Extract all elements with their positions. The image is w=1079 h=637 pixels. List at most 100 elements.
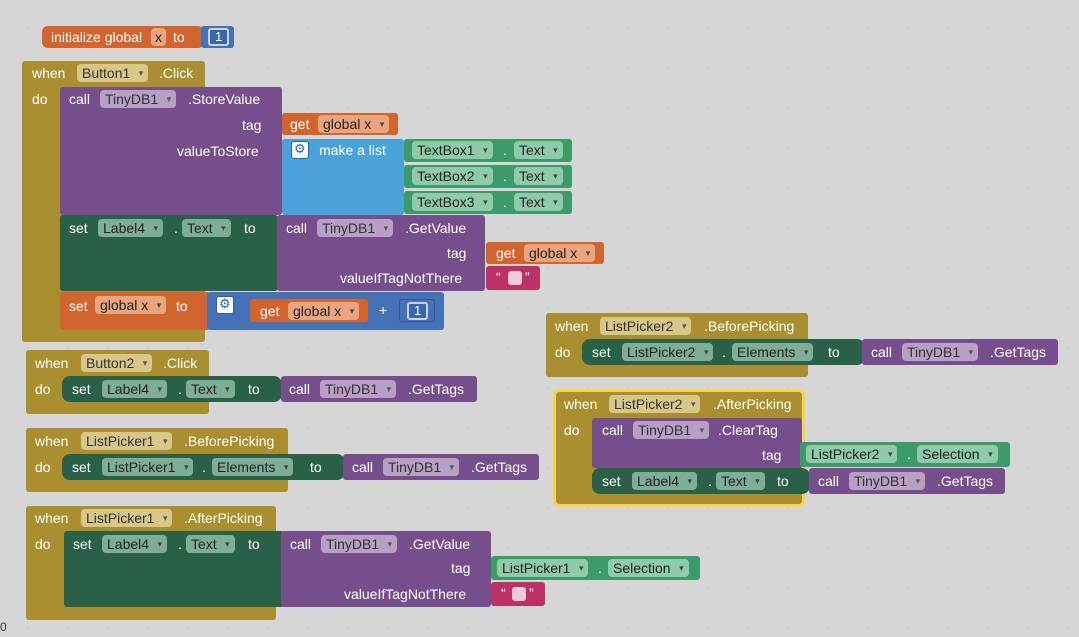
number-block[interactable]: 1 bbox=[399, 299, 435, 322]
tag-label: tag bbox=[762, 447, 782, 463]
listpicker1-selection-getter[interactable]: ListPicker1▾ . Selection▾ bbox=[491, 556, 700, 580]
elements-prop-dropdown[interactable]: Elements▾ bbox=[732, 343, 814, 361]
empty-text-field[interactable] bbox=[508, 271, 522, 285]
text-prop-dropdown[interactable]: Text▾ bbox=[514, 193, 563, 211]
label4-dropdown[interactable]: Label4▾ bbox=[102, 535, 168, 553]
dot: . bbox=[174, 220, 178, 236]
when-label: when bbox=[32, 65, 66, 81]
set-listpicker2-elements-block[interactable]: set ListPicker2▾ . Elements▾ to bbox=[582, 339, 865, 365]
tinydb-dropdown[interactable]: TinyDB1▾ bbox=[383, 458, 460, 476]
text-prop-dropdown[interactable]: Text▾ bbox=[514, 141, 563, 159]
listpicker2-dropdown[interactable]: ListPicker2▾ bbox=[600, 317, 692, 335]
chevron-down-icon: ▾ bbox=[387, 539, 393, 549]
get-global-x-block[interactable]: get global x▾ bbox=[250, 299, 368, 322]
global-x-dropdown[interactable]: global x▾ bbox=[95, 296, 167, 314]
grid-marks bbox=[6, 6, 1070, 630]
init-var-name[interactable]: x bbox=[151, 28, 166, 46]
tinydb-dropdown[interactable]: TinyDB1▾ bbox=[320, 380, 397, 398]
tinydb-dropdown[interactable]: TinyDB1▾ bbox=[100, 90, 177, 108]
number-value[interactable]: 1 bbox=[208, 28, 230, 46]
chevron-down-icon: ▾ bbox=[225, 384, 230, 394]
textbox3-text-getter[interactable]: TextBox3▾ . Text▾ bbox=[404, 191, 572, 214]
getvalue-call-block[interactable]: call TinyDB1▾ .GetValue tag valueIfTagNo… bbox=[277, 215, 485, 291]
plus-operator: + bbox=[379, 302, 388, 318]
listpicker2-selection-getter[interactable]: ListPicker2▾ . Selection▾ bbox=[800, 442, 1010, 467]
do-label: do bbox=[35, 536, 51, 552]
gettags-call-block[interactable]: call TinyDB1▾ .GetTags bbox=[809, 468, 1005, 494]
selection-prop-dropdown[interactable]: Selection▾ bbox=[917, 445, 998, 463]
chevron-down-icon: ▾ bbox=[915, 476, 921, 486]
cleartag-call-block[interactable]: call TinyDB1▾ .ClearTag tag bbox=[592, 418, 802, 468]
chevron-down-icon: ▾ bbox=[755, 476, 760, 486]
set-label4-text-block[interactable]: set Label4▾ . Text▾ to bbox=[64, 531, 284, 607]
get-global-x-block[interactable]: get global x▾ bbox=[282, 113, 398, 135]
method-label: .GetTags bbox=[471, 459, 528, 475]
textbox1-dropdown[interactable]: TextBox1▾ bbox=[412, 141, 493, 159]
make-a-list-block[interactable]: make a list bbox=[282, 139, 404, 215]
tinydb-dropdown[interactable]: TinyDB1▾ bbox=[849, 472, 926, 490]
listpicker2-dropdown[interactable]: ListPicker2▾ bbox=[609, 395, 701, 413]
textbox3-dropdown[interactable]: TextBox3▾ bbox=[412, 193, 493, 211]
dot: . bbox=[708, 473, 712, 489]
mutator-gear-icon[interactable] bbox=[216, 296, 234, 314]
set-label4-text-block[interactable]: set Label4▾ . Text▾ to bbox=[62, 376, 282, 402]
gettags-call-block[interactable]: call TinyDB1▾ .GetTags bbox=[343, 454, 539, 480]
getvalue-call-block[interactable]: call TinyDB1▾ .GetValue tag valueIfTagNo… bbox=[281, 531, 491, 607]
listpicker1-dropdown[interactable]: ListPicker1▾ bbox=[81, 432, 173, 450]
textbox2-text-getter[interactable]: TextBox2▾ . Text▾ bbox=[404, 165, 572, 188]
method-label: .GetTags bbox=[937, 473, 994, 489]
text-prop-dropdown[interactable]: Text▾ bbox=[514, 167, 563, 185]
text-prop-dropdown[interactable]: Text▾ bbox=[186, 535, 235, 553]
initialize-global-block[interactable]: initialize global x to bbox=[42, 26, 204, 48]
tinydb-dropdown[interactable]: TinyDB1▾ bbox=[633, 421, 710, 439]
button1-dropdown[interactable]: Button1▾ bbox=[77, 64, 149, 82]
chevron-down-icon: ▾ bbox=[162, 513, 168, 523]
listpicker1-dropdown[interactable]: ListPicker1▾ bbox=[102, 458, 194, 476]
label4-dropdown[interactable]: Label4▾ bbox=[102, 380, 168, 398]
label4-dropdown[interactable]: Label4▾ bbox=[632, 472, 698, 490]
get-label: get bbox=[260, 303, 280, 319]
method-label: .ClearTag bbox=[718, 422, 778, 438]
number-block[interactable]: 1 bbox=[201, 26, 234, 48]
elements-prop-dropdown[interactable]: Elements▾ bbox=[212, 458, 294, 476]
mutator-gear-icon[interactable] bbox=[291, 141, 309, 159]
set-label4-text-block[interactable]: set Label4▾ . Text▾ to bbox=[592, 468, 810, 494]
textbox2-dropdown[interactable]: TextBox2▾ bbox=[412, 167, 493, 185]
button2-dropdown[interactable]: Button2▾ bbox=[81, 354, 153, 372]
gettags-call-block[interactable]: call TinyDB1▾ .GetTags bbox=[281, 376, 477, 402]
set-listpicker1-elements-block[interactable]: set ListPicker1▾ . Elements▾ to bbox=[62, 454, 345, 480]
text-prop-dropdown[interactable]: Text▾ bbox=[182, 219, 231, 237]
listpicker2-dropdown[interactable]: ListPicker2▾ bbox=[622, 343, 714, 361]
number-value[interactable]: 1 bbox=[407, 302, 429, 320]
storevalue-call-block[interactable]: call TinyDB1▾ .StoreValue tag valueToSto… bbox=[60, 87, 282, 215]
set-label: set bbox=[592, 344, 611, 360]
chevron-down-icon: ▾ bbox=[690, 399, 696, 409]
quote-close: ” bbox=[529, 585, 534, 601]
text-prop-dropdown[interactable]: Text▾ bbox=[716, 472, 765, 490]
global-x-dropdown[interactable]: global x▾ bbox=[524, 244, 596, 262]
selection-prop-dropdown[interactable]: Selection▾ bbox=[608, 559, 689, 577]
tinydb-dropdown[interactable]: TinyDB1▾ bbox=[902, 343, 979, 361]
textbox1-text-getter[interactable]: TextBox1▾ . Text▾ bbox=[404, 139, 572, 162]
when-label: when bbox=[35, 355, 69, 371]
empty-text-field[interactable] bbox=[512, 587, 526, 601]
listpicker1-dropdown[interactable]: ListPicker1▾ bbox=[497, 559, 589, 577]
text-prop-dropdown[interactable]: Text▾ bbox=[186, 380, 235, 398]
tinydb-dropdown[interactable]: TinyDB1▾ bbox=[321, 535, 398, 553]
listpicker1-dropdown[interactable]: ListPicker1▾ bbox=[81, 509, 173, 527]
empty-text-block[interactable]: “ ” bbox=[486, 266, 540, 290]
listpicker2-dropdown[interactable]: ListPicker2▾ bbox=[806, 445, 898, 463]
event-label: .AfterPicking bbox=[184, 510, 263, 526]
empty-text-block[interactable]: “ ” bbox=[491, 582, 545, 606]
set-label4-text-block[interactable]: set Label4▾ . Text▾ to bbox=[60, 215, 278, 291]
label4-dropdown[interactable]: Label4▾ bbox=[98, 219, 164, 237]
get-global-x-block[interactable]: get global x▾ bbox=[486, 242, 604, 264]
chevron-down-icon: ▾ bbox=[379, 119, 385, 129]
tinydb-dropdown[interactable]: TinyDB1▾ bbox=[317, 219, 394, 237]
gettags-call-block[interactable]: call TinyDB1▾ .GetTags bbox=[862, 339, 1058, 365]
global-x-dropdown[interactable]: global x▾ bbox=[318, 115, 390, 133]
to-label: to bbox=[244, 220, 256, 236]
set-global-x-block[interactable]: set global x▾ to bbox=[60, 292, 210, 330]
chevron-down-icon: ▾ bbox=[283, 462, 289, 472]
global-x-dropdown[interactable]: global x▾ bbox=[288, 302, 360, 320]
